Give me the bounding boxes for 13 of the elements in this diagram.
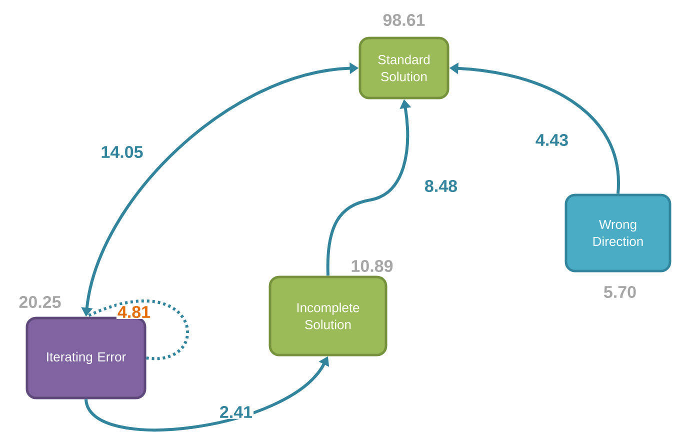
edge-label: 8.48 (423, 178, 459, 193)
value-label: 20.25 (19, 296, 61, 308)
value-label: 5.70 (604, 286, 636, 298)
edge-label: 4.81 (116, 304, 152, 319)
edge-label: 4.43 (534, 132, 570, 148)
process-box: Wrong Direction (564, 194, 672, 272)
process-box: Iterating Error (26, 316, 146, 400)
edge-label: 2.41 (218, 405, 254, 419)
edge-label: 14.05 (100, 144, 144, 159)
value-label: 98.61 (383, 14, 425, 26)
process-box: Standard Solution (358, 36, 450, 100)
process-box: Incomplete Solution (268, 276, 388, 356)
value-label: 10.89 (352, 260, 393, 272)
